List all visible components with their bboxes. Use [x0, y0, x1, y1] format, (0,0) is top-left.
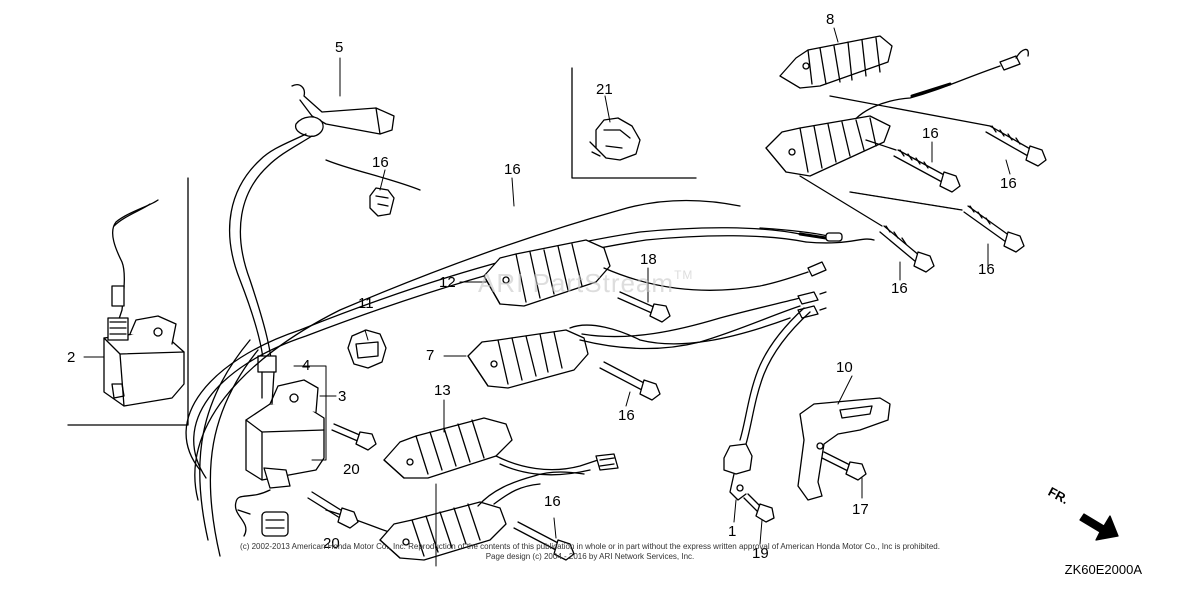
callout-2: 2	[67, 349, 76, 366]
callout-1: 1	[728, 523, 737, 540]
diagram-code: ZK60E2000A	[1064, 562, 1142, 577]
part-14-wire	[759, 227, 843, 242]
part-18-bolt	[617, 291, 671, 323]
callout-16-lower-center: 16	[544, 493, 561, 510]
callout-20-lower: 20	[323, 535, 340, 552]
part-7-wires	[569, 291, 827, 350]
part-16-bolt-mid-right	[893, 149, 961, 193]
callout-11: 11	[358, 295, 374, 312]
part-17-bolt	[821, 451, 867, 481]
main-harness-loops	[185, 159, 875, 557]
callout-10: 10	[836, 359, 853, 376]
connector-bottom-left	[234, 489, 289, 537]
part-12-coil	[483, 239, 611, 307]
part-16-bolt-center	[599, 361, 661, 401]
callout-19: 19	[752, 545, 769, 562]
inset-bracket-top	[571, 67, 697, 179]
copyright-notice: (c) 2002-2013 American Honda Motor Co., …	[240, 542, 940, 551]
callout-21: 21	[596, 81, 613, 98]
callout-20-upper: 20	[343, 461, 360, 478]
callout-15: 16	[372, 154, 389, 171]
part-8-lead-wire	[849, 48, 1029, 127]
callout-5: 5	[335, 39, 344, 56]
part-16-bolt-upper-right	[985, 125, 1047, 167]
part-15-clip	[369, 187, 395, 217]
callout-7: 7	[426, 347, 435, 364]
callout-3: 3	[338, 388, 347, 405]
part-13-coil-upper	[383, 417, 513, 479]
charge-coil-right	[765, 115, 891, 177]
front-direction-arrow	[1079, 513, 1119, 541]
part-19-bolt	[743, 493, 775, 523]
callout-17: 17	[852, 501, 869, 518]
part-13-wires	[477, 453, 619, 507]
callout-4: 4	[302, 357, 311, 374]
part-21-clip	[589, 117, 641, 161]
callout-13: 13	[434, 382, 451, 399]
part-16-bolt-center-right	[799, 175, 935, 273]
part-5-plug-cap-and-lead	[228, 84, 395, 373]
inset-bracket-left	[67, 177, 189, 426]
page-design-notice: Page design (c) 2004 - 2016 by ARI Netwo…	[485, 552, 695, 561]
part-1-connector	[723, 307, 811, 501]
leader-lines-right	[829, 95, 991, 151]
part-3-4-control-unit	[245, 371, 325, 489]
part-20-bolt-lower	[307, 491, 359, 529]
part-10-bracket	[797, 397, 891, 501]
part-2-ignition-coil	[103, 199, 185, 407]
callout-16-center: 16	[618, 407, 635, 424]
callout-16-center-right: 16	[891, 280, 908, 297]
callout-16-mid-right: 16	[922, 125, 939, 142]
part-16-bolt-lower-center	[513, 521, 575, 561]
callout-leaders	[83, 27, 1011, 567]
part-20-bolt-upper	[331, 423, 377, 451]
callout-12: 12	[439, 274, 456, 291]
part-12-wires	[603, 261, 827, 291]
callout-8: 8	[826, 11, 835, 28]
callout-16-upper-right: 16	[1000, 175, 1017, 192]
part-8-exciter-coil	[779, 35, 893, 89]
part-11-grommet	[347, 329, 387, 369]
watermark: ARI PartStreamTM	[478, 268, 694, 298]
part-16-bolt-lower-right	[849, 191, 1025, 253]
part-7-coil	[467, 329, 589, 389]
part-13-coil-lower	[379, 501, 507, 561]
callout-16-lower-right: 16	[978, 261, 995, 278]
callout-14: 16	[504, 161, 521, 178]
callout-18: 18	[640, 251, 657, 268]
